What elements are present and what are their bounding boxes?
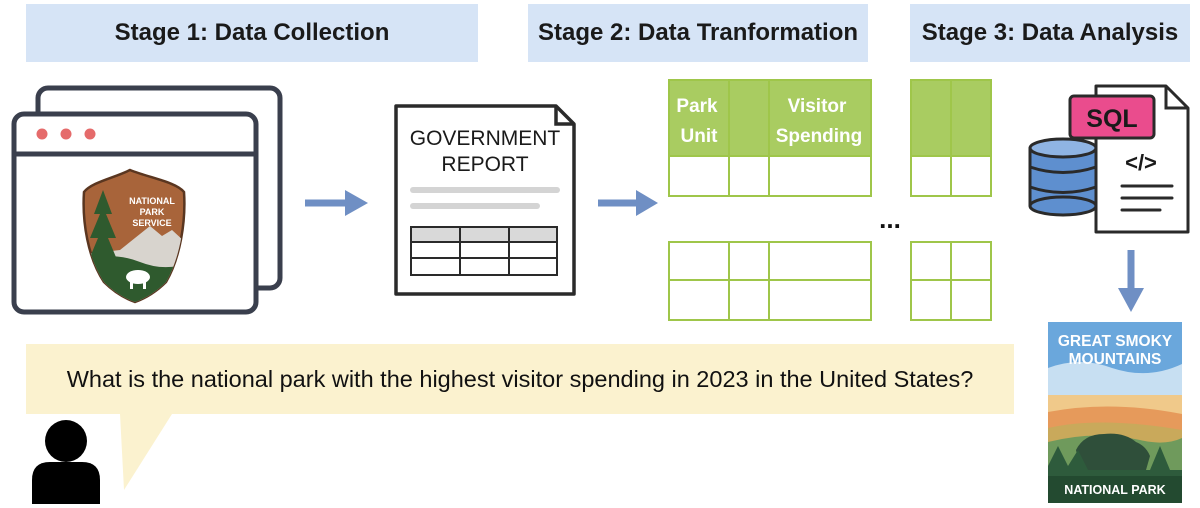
user-question-bubble: What is the national park with the highe… [26,344,1014,414]
arrow-right-icon [305,190,368,216]
nps-logo-text-2: PARK [140,207,165,217]
sql-database-icon: SQL </> [1028,84,1190,234]
column-header-park-line1: Park [676,96,718,117]
nps-logo-text-1: NATIONAL [129,196,175,206]
sql-badge-text: SQL [1086,105,1137,133]
column-header-park-line2: Unit [681,126,719,147]
nps-logo-text-3: SERVICE [132,218,171,228]
table-rows-main [668,241,872,321]
report-title-line1: GOVERNMENT [410,127,561,150]
poster-title-line1: GREAT SMOKY [1058,333,1173,350]
poster-title-line2: MOUNTAINS [1069,351,1162,368]
speech-bubble-tail [120,414,172,490]
user-avatar-icon [32,420,100,504]
code-icon: </> [1125,150,1157,175]
stage-1-header: Stage 1: Data Collection [26,4,478,62]
table-schema-right [910,79,992,197]
column-header-visitor-line1: Visitor [788,96,847,117]
stage-2-header: Stage 2: Data Tranformation [528,4,868,62]
arrow-right-icon [598,190,658,216]
table-rows-right [910,241,992,321]
table-ellipsis: ... [879,204,901,234]
government-report-icon: GOVERNMENT REPORT [394,104,576,296]
report-title-line2: REPORT [441,153,528,176]
great-smoky-mountains-poster: GREAT SMOKY MOUNTAINS NATIONAL PARK [1048,322,1182,503]
column-header-visitor-line2: Spending [776,126,863,147]
table-schema-main: Park Unit Visitor Spending [668,79,872,197]
poster-footer-text: NATIONAL PARK [1064,483,1165,497]
arrow-down-icon [1118,250,1144,312]
stage-3-header: Stage 3: Data Analysis [910,4,1190,62]
